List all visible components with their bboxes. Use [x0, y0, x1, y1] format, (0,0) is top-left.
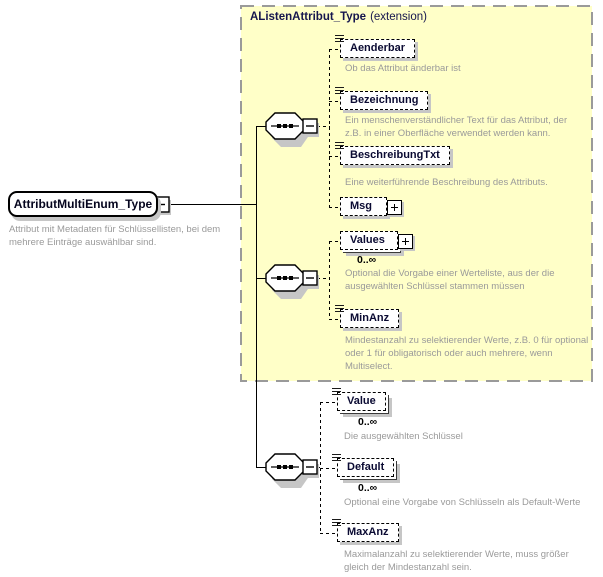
- element-label: BeschreibungTxt: [350, 149, 440, 161]
- minus-icon[interactable]: [302, 459, 319, 478]
- annotation: Optional die Vorgabe einer Werteliste, a…: [345, 268, 555, 292]
- annotation: Ob das Attribut änderbar ist: [345, 63, 461, 74]
- minus-icon[interactable]: [302, 270, 319, 289]
- minus-icon[interactable]: [302, 118, 319, 137]
- text-lines-icon: [332, 388, 341, 395]
- element-aenderbar[interactable]: Aenderbar: [335, 35, 416, 58]
- extension-header: AListenAttribut_Type(extension): [250, 11, 427, 23]
- element-bezeichnung[interactable]: Bezeichnung: [335, 87, 429, 110]
- annotation: Mindestanzahl zu selektierender Werte, z…: [345, 335, 589, 372]
- extension-suffix: (extension): [370, 11, 427, 23]
- element-label: Msg: [350, 200, 372, 212]
- element-values[interactable]: Values: [340, 231, 413, 250]
- element-beschreibungtxt[interactable]: BeschreibungTxt: [335, 142, 450, 165]
- annotation: Optional eine Vorgabe von Schlüsseln als…: [344, 497, 581, 508]
- plus-icon[interactable]: [397, 233, 413, 249]
- annotation: Die ausgewählten Schlüssel: [344, 431, 463, 442]
- extension-type-name: AListenAttribut_Type: [250, 11, 367, 23]
- element-label: MaxAnz: [347, 526, 389, 538]
- text-lines-icon: [332, 454, 341, 461]
- element-label: Aenderbar: [350, 42, 406, 54]
- text-lines-icon: [335, 142, 344, 149]
- text-lines-icon: [335, 305, 344, 312]
- occurrence-label: 0..∞: [358, 482, 378, 494]
- element-label: MinAnz: [350, 312, 390, 324]
- element-minanz[interactable]: MinAnz: [335, 305, 400, 328]
- plus-icon[interactable]: [387, 199, 402, 215]
- occurrence-label: 0..∞: [357, 254, 377, 266]
- root-annotation: Attribut mit Metadaten für Schlüssellist…: [9, 224, 221, 248]
- element-default[interactable]: Default: [332, 454, 395, 477]
- sequence-connector-icon: [265, 264, 310, 299]
- occurrence-label: 0..∞: [358, 416, 378, 428]
- element-maxanz[interactable]: MaxAnz: [332, 519, 399, 542]
- text-lines-icon: [335, 35, 344, 42]
- text-lines-icon: [335, 87, 344, 94]
- annotation: Maximalanzahl zu selektierender Werte, m…: [344, 549, 569, 573]
- text-lines-icon: [332, 519, 341, 526]
- extension-region: [240, 5, 593, 382]
- element-label: Default: [347, 461, 385, 473]
- element-label: Bezeichnung: [350, 94, 419, 106]
- element-label: Value: [347, 395, 376, 407]
- element-value[interactable]: Value: [332, 388, 386, 411]
- sequence-connector-icon: [265, 453, 310, 488]
- annotation: Ein menschenverständlicher Text für das …: [345, 115, 568, 139]
- element-label: Values: [350, 234, 385, 246]
- sequence-connector-icon: [265, 112, 310, 147]
- element-attributmultienum-type[interactable]: AttributMultiEnum_Type: [8, 191, 158, 217]
- element-msg[interactable]: Msg: [340, 197, 402, 216]
- annotation: Eine weiterführende Beschreibung des Att…: [345, 177, 548, 188]
